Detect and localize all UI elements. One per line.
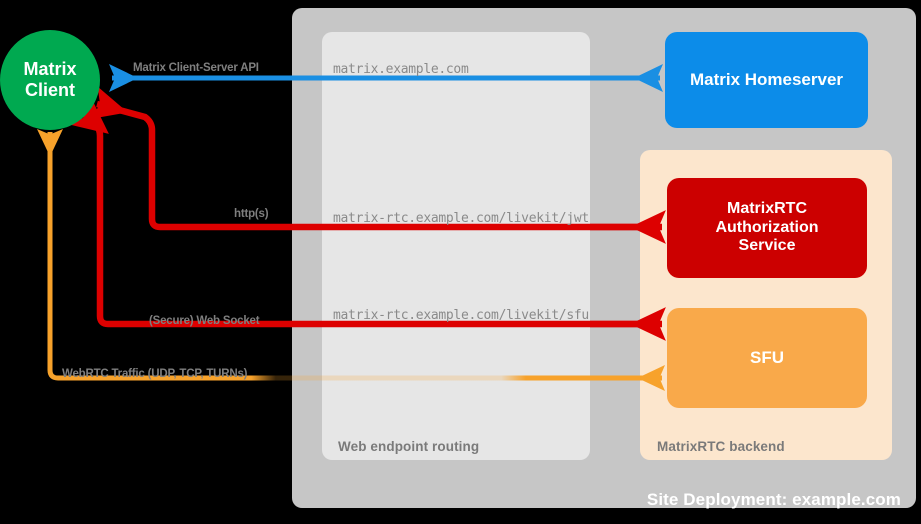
auth-service-label-line1: MatrixRTC — [726, 199, 807, 217]
endpoint-livekit-sfu: matrix-rtc.example.com/livekit/sfu — [333, 308, 589, 323]
matrixrtc-backend-label: MatrixRTC backend — [657, 439, 785, 454]
edge-label-webrtc-traffic: WebRTC Traffic (UDP, TCP, TURNs) — [62, 368, 248, 380]
edge-label-web-socket: (Secure) Web Socket — [149, 315, 260, 327]
node-matrix-client[interactable]: Matrix Client — [0, 30, 100, 130]
web-endpoint-routing-label: Web endpoint routing — [338, 439, 480, 454]
site-deployment-title: Site Deployment: example.com — [646, 490, 901, 509]
matrix-client-label-line1: Matrix — [23, 58, 77, 79]
node-matrix-homeserver[interactable]: Matrix Homeserver — [665, 32, 868, 128]
endpoint-livekit-jwt: matrix-rtc.example.com/livekit/jwt — [333, 211, 589, 226]
endpoint-matrix-example-com: matrix.example.com — [333, 62, 469, 77]
matrix-homeserver-label: Matrix Homeserver — [689, 69, 844, 89]
edge-label-https: http(s) — [234, 208, 269, 220]
auth-service-label-line2: Authorization — [715, 218, 819, 236]
sfu-label: SFU — [750, 347, 784, 367]
node-sfu[interactable]: SFU — [667, 308, 867, 408]
edge-label-client-server-api: Matrix Client-Server API — [133, 62, 259, 74]
node-matrixrtc-authorization-service[interactable]: MatrixRTC Authorization Service — [667, 178, 867, 278]
web-endpoint-routing-zone — [322, 32, 590, 460]
matrix-client-label-line2: Client — [24, 80, 75, 100]
auth-service-label-line3: Service — [738, 237, 796, 255]
